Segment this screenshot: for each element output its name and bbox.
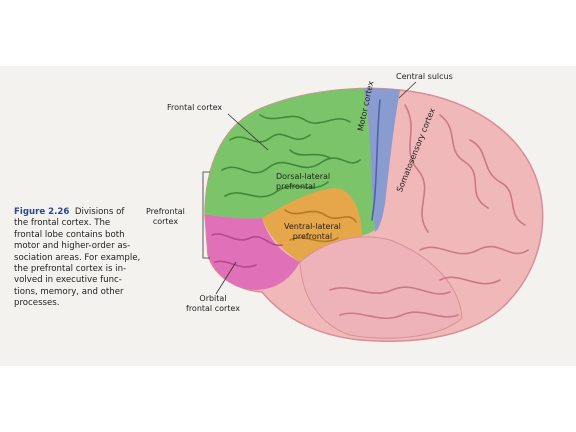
label-dorsal-lateral-prefrontal: Dorsal-lateral prefrontal — [276, 172, 330, 192]
figure-caption: Figure 2.26 Divisions of the frontal cor… — [14, 207, 144, 310]
leader-lines — [202, 81, 417, 295]
caption-line-9: processes. — [14, 298, 60, 309]
caption-line-6: the prefrontal cortex is in- — [14, 264, 127, 275]
label-ventral-lateral-line-2: prefrontal — [292, 232, 333, 241]
motor-cortex-region — [362, 88, 402, 232]
label-ventral-lateral-prefrontal: Ventral-lateral prefrontal — [284, 222, 341, 242]
label-orbital-frontal-cortex: Orbital frontal cortex — [186, 294, 240, 314]
label-prefrontal-line-1: Prefrontal — [146, 207, 185, 216]
label-orbital-line-2: frontal cortex — [186, 304, 240, 313]
figure-number: Figure 2.26 — [14, 207, 70, 217]
caption-line-5: sociation areas. For example, — [14, 252, 141, 263]
label-prefrontal-cortex: Prefrontal cortex — [146, 207, 185, 227]
caption-line-3: frontal lobe contains both — [14, 229, 125, 240]
caption-line-1: Divisions of — [74, 207, 125, 217]
label-orbital-line-1: Orbital — [199, 294, 227, 303]
caption-line-7: volved in executive func- — [14, 275, 122, 286]
caption-line-2: the frontal cortex. The — [14, 218, 111, 229]
label-ventral-lateral-line-1: Ventral-lateral — [284, 222, 341, 231]
caption-line-8: tions, memory, and other — [14, 286, 124, 297]
label-prefrontal-line-2: cortex — [152, 217, 179, 226]
label-central-sulcus: Central sulcus — [396, 72, 453, 81]
orbital-frontal-cortex-region — [205, 214, 300, 290]
label-dorsal-lateral-line-2: prefrontal — [276, 182, 316, 191]
label-frontal-cortex: Frontal cortex — [167, 103, 223, 112]
caption-line-4: motor and higher-order as- — [14, 241, 131, 252]
label-dorsal-lateral-line-1: Dorsal-lateral — [276, 172, 331, 181]
